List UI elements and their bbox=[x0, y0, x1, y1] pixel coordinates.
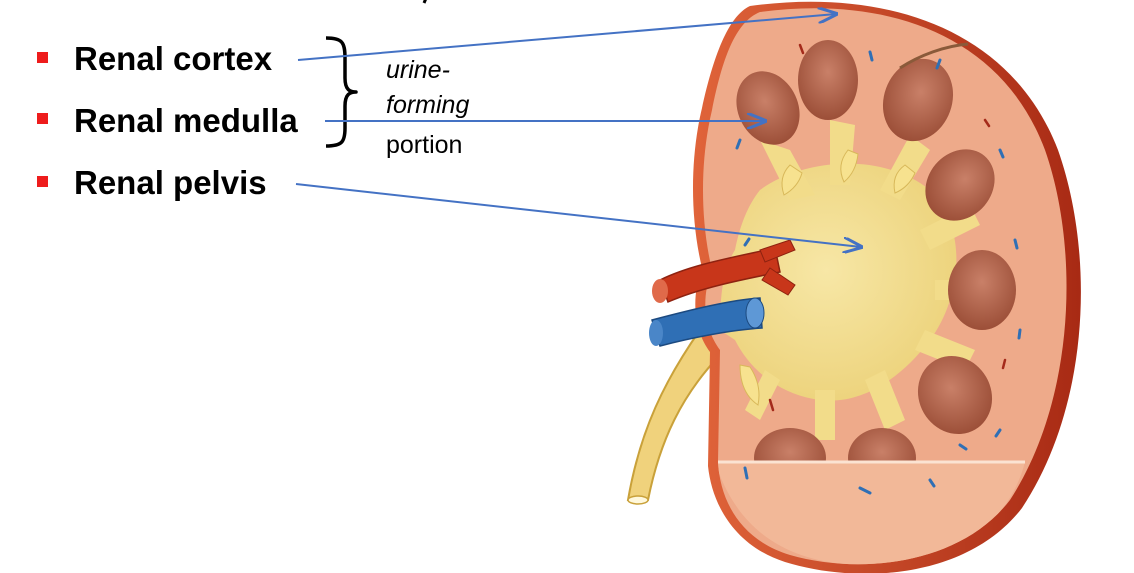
ureter-opening bbox=[627, 495, 649, 505]
brace-bracket bbox=[325, 36, 358, 148]
renal-pyramid bbox=[882, 58, 954, 142]
label-renal-pelvis: Renal pelvis bbox=[74, 164, 267, 201]
bracket-note-line3: portion bbox=[386, 131, 463, 159]
cropped-text-fragment bbox=[420, 0, 434, 4]
renal-artery bbox=[659, 247, 781, 304]
bracket-note-line1: urine- bbox=[386, 56, 450, 84]
bullet-square-icon bbox=[37, 113, 48, 124]
bullet-square-icon bbox=[37, 176, 48, 187]
bullet-square-icon bbox=[37, 52, 48, 63]
renal-pyramid bbox=[798, 40, 858, 120]
bracket-note-line2: forming bbox=[386, 91, 470, 119]
label-renal-cortex: Renal cortex bbox=[74, 40, 273, 77]
pointer-pelvis bbox=[295, 183, 861, 247]
renal-pelvis bbox=[720, 163, 957, 401]
renal-pyramid bbox=[917, 355, 993, 435]
pointer-cortex bbox=[297, 14, 836, 61]
ureter bbox=[626, 328, 722, 501]
kidney-cut-face bbox=[715, 462, 1025, 565]
label-renal-medulla: Renal medulla bbox=[74, 102, 298, 139]
renal-pyramid bbox=[925, 149, 995, 221]
renal-pyramid bbox=[948, 250, 1016, 330]
renal-vein bbox=[651, 297, 763, 347]
